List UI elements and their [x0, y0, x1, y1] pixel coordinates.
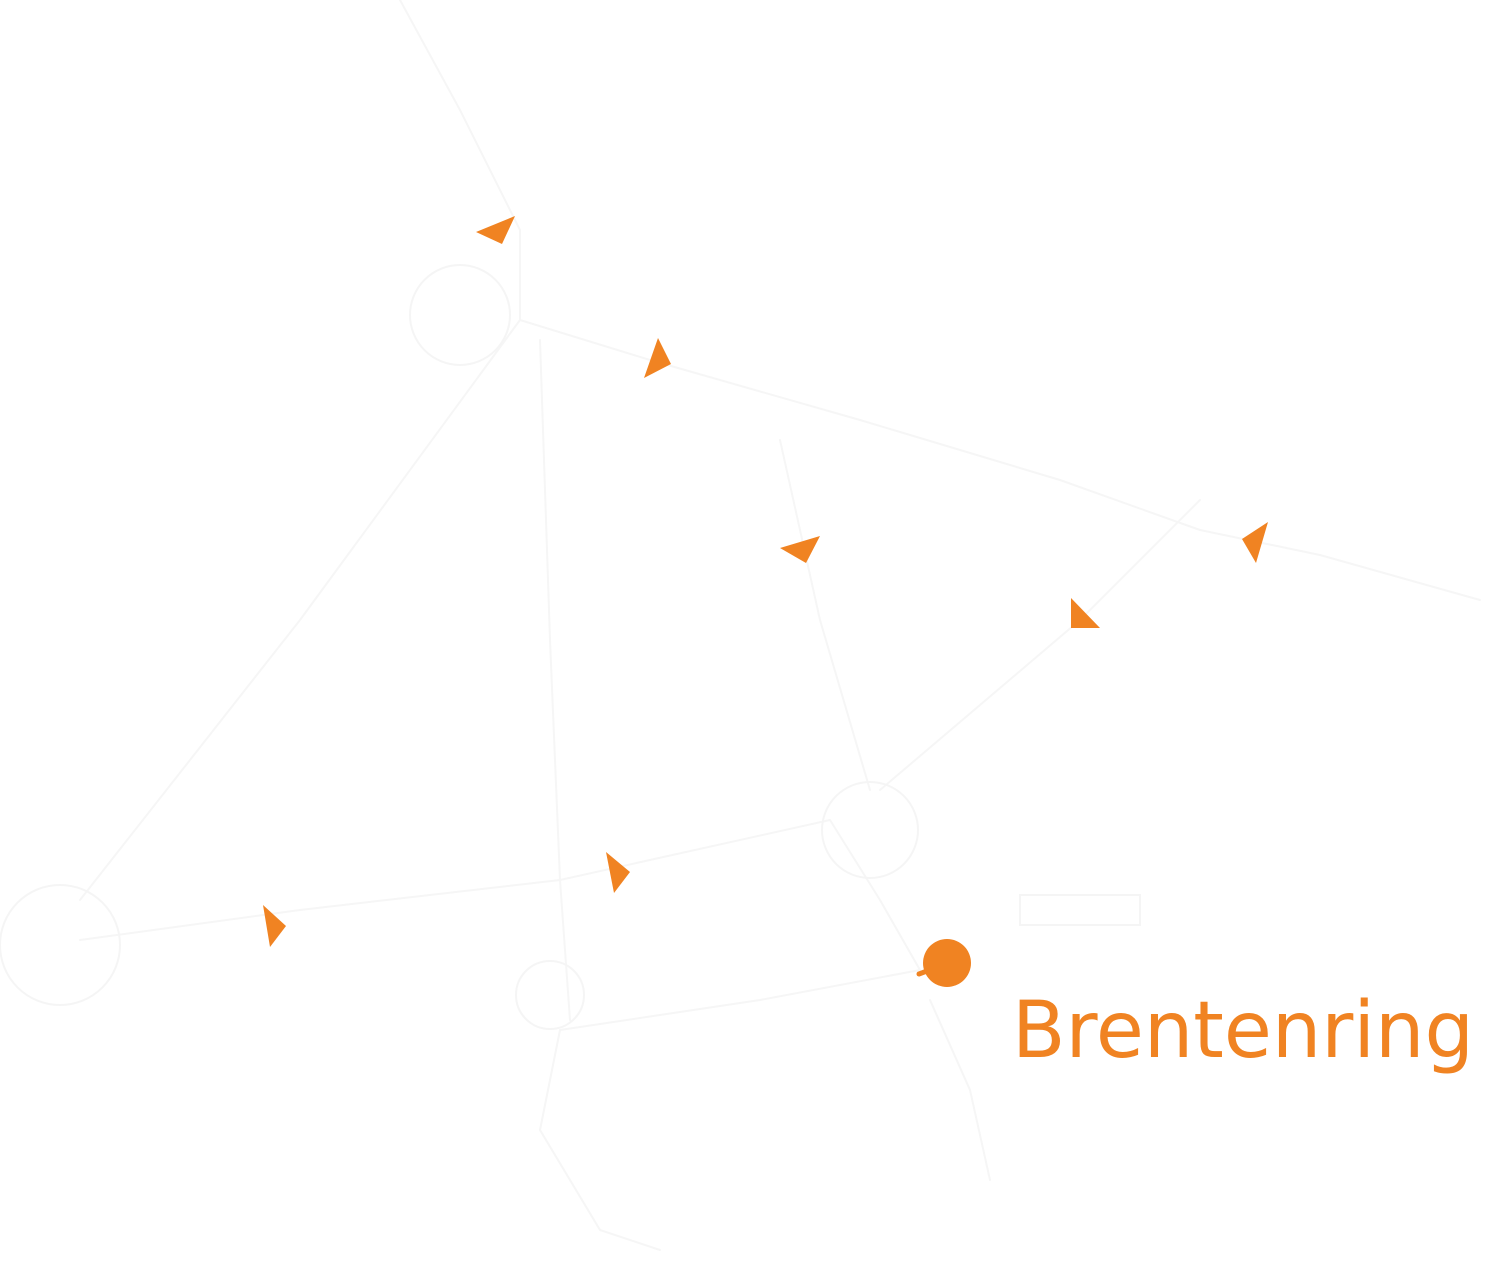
direction-arrow-icon[interactable]	[780, 536, 820, 563]
direction-arrow-icon[interactable]	[606, 852, 630, 893]
direction-arrow-icon[interactable]	[1071, 598, 1100, 628]
direction-markers	[263, 216, 1268, 947]
direction-arrow-icon[interactable]	[263, 905, 286, 947]
direction-arrow-icon[interactable]	[644, 338, 671, 378]
direction-arrow-icon[interactable]	[1242, 522, 1268, 563]
current-location-pin[interactable]	[916, 939, 971, 987]
direction-arrow-icon[interactable]	[476, 216, 515, 244]
location-dot-icon	[923, 939, 971, 987]
current-location-label: Brentenring	[1012, 986, 1474, 1076]
